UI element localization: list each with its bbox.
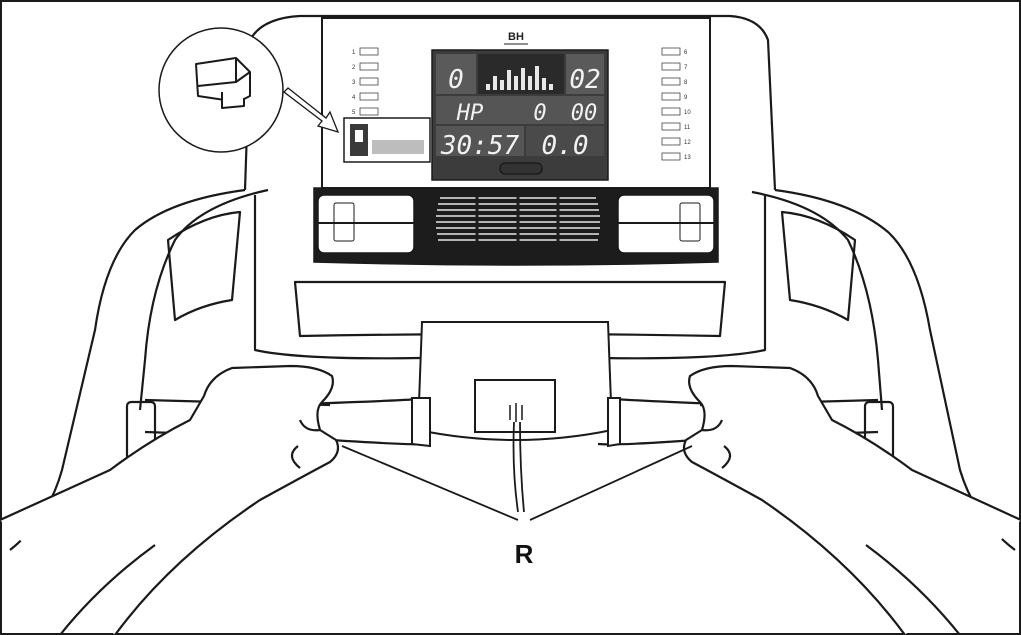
display-mid-center: 0 xyxy=(533,101,546,126)
callout-lines xyxy=(341,445,693,521)
sensor-cable xyxy=(512,421,519,513)
program-left-label: 5 xyxy=(352,110,356,116)
center-handlebar-pod xyxy=(411,321,621,513)
program-right-label: 10 xyxy=(684,110,691,116)
inset-arrow xyxy=(283,87,340,134)
program-right-label: 12 xyxy=(684,140,691,146)
console-logo: BH xyxy=(508,31,524,43)
left-hand xyxy=(0,364,340,635)
callout-label-r: R xyxy=(515,539,534,569)
program-profile-bars xyxy=(486,66,553,90)
program-list-left: 1 2 3 4 5 xyxy=(352,47,379,116)
display-bottom-right: 0.0 xyxy=(542,131,589,161)
program-right-label: 13 xyxy=(684,155,691,161)
program-right-label: 6 xyxy=(684,50,688,56)
safety-key-slot xyxy=(343,117,431,163)
right-hand xyxy=(682,364,1021,635)
display-mid-right: 00 xyxy=(571,101,598,126)
program-left-label: 4 xyxy=(352,95,356,101)
speaker-panel xyxy=(313,187,719,266)
display-top-left: 0 xyxy=(448,65,464,95)
console-small-button xyxy=(499,162,543,175)
console-panel: BH 0 02 HP 0 00 30:57 0.0 xyxy=(321,17,711,189)
display-mid-left: HP xyxy=(456,101,484,126)
program-right-label: 8 xyxy=(684,80,688,86)
program-left-label: 1 xyxy=(352,50,356,56)
display-bottom-left: 30:57 xyxy=(440,131,520,161)
program-right-label: 11 xyxy=(684,125,691,131)
display-top-right: 02 xyxy=(569,65,600,95)
safety-key-inset xyxy=(158,27,340,153)
program-right-label: 7 xyxy=(684,65,688,71)
program-left-label: 2 xyxy=(352,65,356,71)
program-left-label: 3 xyxy=(352,80,356,86)
program-right-label: 9 xyxy=(684,95,688,101)
program-list-right: 6 7 8 9 10 11 12 13 xyxy=(661,47,691,161)
